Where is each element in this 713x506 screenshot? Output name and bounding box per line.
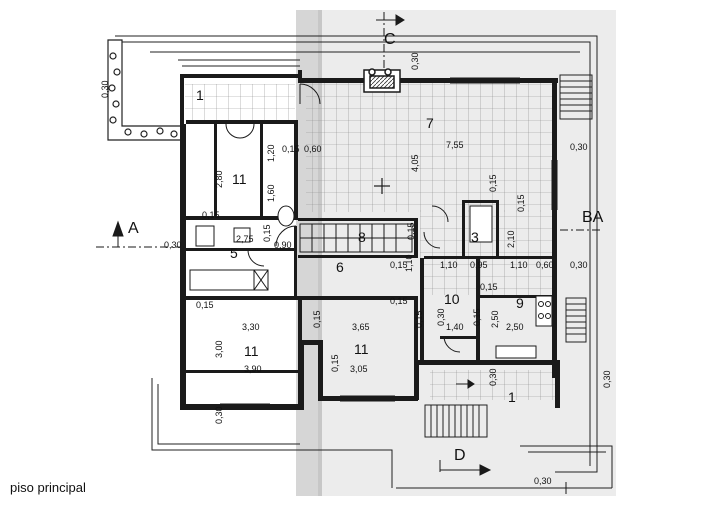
- section-markers: [96, 12, 602, 494]
- stairs-entrance: [424, 404, 488, 438]
- terrace-lines: [115, 35, 613, 489]
- fireplace: [363, 68, 401, 93]
- section-labels: A BA C D: [128, 31, 604, 464]
- dim-label: 1,10: [404, 254, 414, 272]
- dim-label: 3,00: [214, 340, 224, 358]
- room-5-label: 5: [230, 245, 238, 261]
- dim-label: 0,30: [570, 260, 588, 270]
- stairs-right: [559, 74, 593, 343]
- doors: [225, 83, 461, 353]
- dim-label: 0,15: [488, 174, 498, 192]
- dim-label: 1,10: [510, 260, 528, 270]
- dim-label: 3,90: [244, 364, 262, 374]
- dim-label: 0,30: [534, 476, 552, 486]
- dim-label: 0,30: [100, 80, 110, 98]
- room-labels: 1 7 11 5 8 3 6 10 9 11 11 1: [196, 87, 524, 405]
- dim-label: 0,60: [304, 144, 322, 154]
- dim-label: 0,30: [602, 370, 612, 388]
- dim-label: 0,15: [472, 308, 482, 326]
- dim-label: 2,75: [236, 234, 254, 244]
- room-11-mid-label: 11: [354, 341, 369, 357]
- dim-label: 0,95: [470, 260, 488, 270]
- dim-label: 0,15: [390, 260, 408, 270]
- dim-label: 4,05: [410, 154, 420, 172]
- dim-label: 3,65: [352, 322, 370, 332]
- dim-label: 0,15: [414, 310, 424, 328]
- dim-label: 0,15: [330, 354, 340, 372]
- room-1-bottom-label: 1: [508, 389, 516, 405]
- interior-stair: [299, 223, 413, 253]
- dim-label: 0,15: [262, 224, 272, 242]
- dim-label: 1,10: [440, 260, 458, 270]
- dim-label: 0,30: [488, 368, 498, 386]
- dim-label: 0,30: [214, 406, 224, 424]
- dim-label: 0,15: [282, 144, 300, 154]
- section-c-label: C: [384, 31, 396, 48]
- dim-label: 1,60: [266, 184, 276, 202]
- center-marks: [374, 178, 390, 194]
- dim-label: 0,30: [436, 308, 446, 326]
- room-8-label: 8: [358, 229, 366, 245]
- scan-fold-light: [318, 10, 322, 496]
- interior-walls: [186, 120, 554, 373]
- dimension-labels: 0,30 0,30 1,20 0,15 0,60 4,05 7,55 0,30 …: [100, 52, 612, 486]
- dim-label: 0,30: [164, 240, 182, 250]
- room-1-label: 1: [196, 87, 204, 103]
- dim-label: 3,05: [350, 364, 368, 374]
- dim-label: 0,15: [480, 282, 498, 292]
- room-6-label: 6: [336, 259, 344, 275]
- dim-label: 0,15: [406, 222, 416, 240]
- room-10-label: 10: [444, 291, 460, 307]
- bathroom-fixtures: [189, 205, 295, 291]
- dim-label: 3,30: [242, 322, 260, 332]
- dim-label: 1,20: [266, 144, 276, 162]
- dim-label: 0,15: [202, 210, 220, 220]
- dim-label: 0,60: [536, 260, 554, 270]
- room-3-label: 3: [471, 229, 479, 245]
- stone-wall: [107, 39, 183, 141]
- room-11-top-label: 11: [232, 171, 247, 187]
- exterior-walls: [180, 70, 560, 410]
- tiled-floors: [185, 82, 560, 400]
- room-9-label: 9: [516, 295, 524, 311]
- windows: [185, 74, 558, 410]
- section-a-label: A: [128, 220, 139, 237]
- dim-label: 0,90: [274, 240, 292, 250]
- dim-label: 7,55: [446, 140, 464, 150]
- dim-label: 2,80: [214, 170, 224, 188]
- dim-label: 2,50: [506, 322, 524, 332]
- room-11-left-label: 11: [244, 343, 259, 359]
- dim-label: 0,30: [570, 142, 588, 152]
- dim-label: 2,50: [490, 310, 500, 328]
- dim-label: 0,15: [312, 310, 322, 328]
- dim-label: 0,15: [196, 300, 214, 310]
- section-ba-label: BA: [582, 209, 604, 226]
- kitchen-fixtures: [469, 205, 553, 359]
- dim-label: 0,30: [410, 52, 420, 70]
- dim-label: 1,40: [446, 322, 464, 332]
- dim-label: 2,10: [506, 230, 516, 248]
- dim-label: 0,15: [516, 194, 526, 212]
- dim-label: 0,15: [390, 296, 408, 306]
- plan-caption: piso principal: [10, 480, 86, 495]
- room-7-label: 7: [426, 115, 434, 131]
- section-d-label: D: [454, 447, 466, 464]
